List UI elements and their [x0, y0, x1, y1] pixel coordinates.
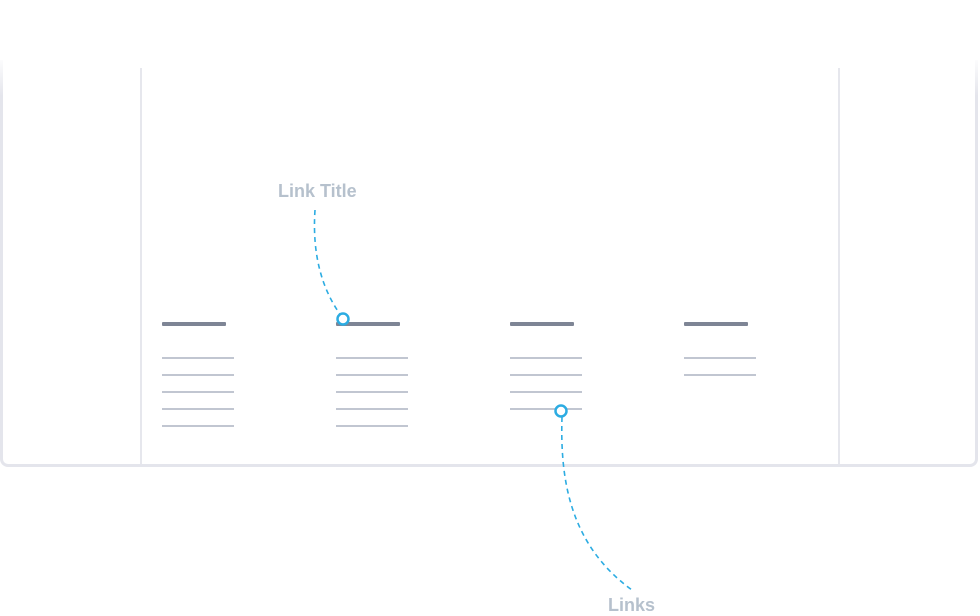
link-placeholder[interactable] — [510, 408, 582, 410]
link-placeholder[interactable] — [162, 425, 234, 427]
link-placeholder[interactable] — [162, 357, 234, 359]
footer-column-3 — [510, 322, 590, 425]
link-list — [684, 357, 764, 376]
footer-column-1 — [162, 322, 242, 442]
footer-column-2 — [336, 322, 416, 442]
footer-column-4 — [684, 322, 764, 391]
link-list — [510, 357, 590, 410]
link-placeholder[interactable] — [162, 408, 234, 410]
callout-links-label: Links — [608, 595, 656, 615]
link-placeholder[interactable] — [336, 391, 408, 393]
link-title-placeholder[interactable] — [684, 322, 748, 326]
link-placeholder[interactable] — [336, 425, 408, 427]
link-placeholder[interactable] — [336, 408, 408, 410]
link-placeholder[interactable] — [336, 374, 408, 376]
page-frame — [0, 60, 978, 467]
link-placeholder[interactable] — [162, 391, 234, 393]
link-title-placeholder[interactable] — [510, 322, 574, 326]
link-placeholder[interactable] — [510, 374, 582, 376]
link-placeholder[interactable] — [510, 391, 582, 393]
link-placeholder[interactable] — [684, 357, 756, 359]
link-placeholder[interactable] — [162, 374, 234, 376]
callout-link-title-label: Link Title — [278, 181, 357, 201]
content-boundary-right — [838, 68, 840, 464]
link-title-placeholder[interactable] — [336, 322, 400, 326]
link-title-placeholder[interactable] — [162, 322, 226, 326]
link-placeholder[interactable] — [684, 374, 756, 376]
link-list — [162, 357, 242, 427]
link-placeholder[interactable] — [510, 357, 582, 359]
link-placeholder[interactable] — [336, 357, 408, 359]
content-boundary-left — [140, 68, 142, 464]
link-list — [336, 357, 416, 427]
